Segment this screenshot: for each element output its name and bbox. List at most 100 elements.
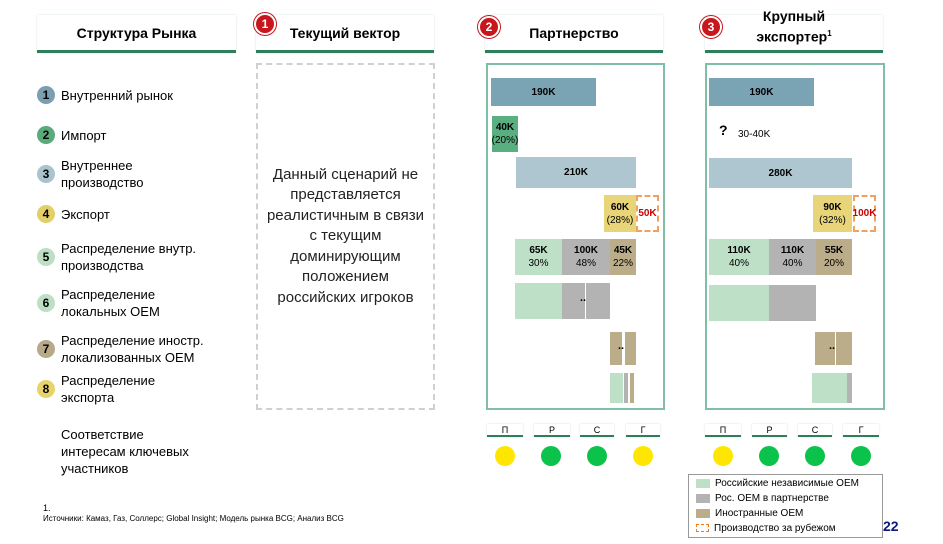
row-number-badge: 8	[37, 380, 55, 398]
pct-label: 40%	[728, 258, 749, 269]
criteria-tab-g: Г	[626, 424, 660, 437]
row-number-badge: 2	[37, 126, 55, 144]
row-label: Распределение экспорта	[61, 373, 156, 405]
exporter-market-bar: 190K	[709, 78, 814, 106]
row-label: Внутренний рынок	[61, 87, 173, 103]
value-label: 190K	[531, 86, 556, 98]
exporter-local-russian	[709, 285, 769, 321]
status-dot-green	[805, 446, 825, 466]
criteria-tab-r: Р	[534, 424, 570, 437]
exporter-export-partner	[847, 373, 852, 403]
scenario-badge-1: 1	[254, 13, 276, 35]
row-label: Внутреннее производство	[61, 158, 144, 190]
pct-label: 40%	[782, 258, 803, 269]
vector-scenario-box: Данный сценарий не представляется реалис…	[256, 63, 435, 410]
partnership-abroad-box: 50K	[636, 195, 659, 232]
exporter-import-estimate: 30-40K	[738, 129, 771, 140]
row-label: Распределение иностр. локализованных OEM	[61, 333, 204, 365]
partnership-local-partner-a	[562, 283, 585, 319]
partnership-dist-partner: 100K 48%	[562, 239, 610, 275]
row-number-badge: 1	[37, 86, 55, 104]
pct-label: (28%)	[606, 214, 634, 226]
criteria-tab-p: П	[705, 424, 741, 437]
value-label: 110K	[727, 245, 751, 256]
partnership-export-partner	[624, 373, 628, 403]
legend-swatch	[696, 493, 710, 503]
row-export-distribution: 8 Распределение экспорта	[37, 372, 177, 406]
criteria-label: Соответствие интересам ключевых участник…	[61, 427, 189, 476]
pct-label: (20%)	[491, 135, 519, 146]
value-label: 100K	[574, 245, 598, 256]
row-label: Импорт	[61, 127, 107, 143]
row-number-badge: 5	[37, 248, 55, 266]
criteria-tab-s: С	[798, 424, 832, 437]
legend-item: Производство за рубежом	[696, 521, 882, 535]
status-dot-green	[541, 446, 561, 466]
partnership-production-bar: 210K	[516, 157, 636, 188]
pct-label: 48%	[575, 258, 596, 269]
partnership-export-bar: 60K(28%)	[604, 195, 636, 232]
criteria-tab-g: Г	[843, 424, 879, 437]
status-dot-yellow	[495, 446, 515, 466]
partnership-foreign-a	[610, 332, 622, 365]
row-number-badge: 4	[37, 205, 55, 223]
criteria-tab-s: С	[580, 424, 614, 437]
status-dot-green	[759, 446, 779, 466]
row-label: Распределение локальных OEM	[61, 287, 160, 319]
status-dot-yellow	[713, 446, 733, 466]
status-dot-green	[851, 446, 871, 466]
partnership-local-russian	[515, 283, 562, 319]
vector-header: Текущий вектор	[256, 15, 434, 53]
exporter-foreign-b	[836, 332, 852, 365]
value-label: 55K	[824, 245, 844, 256]
legend-label: Иностранные OEM	[715, 507, 804, 519]
exporter-export-bar: 90K(32%)	[813, 195, 852, 232]
exporter-title-line2: экспортер	[756, 28, 828, 45]
pct-label: 22%	[612, 258, 633, 269]
value-label: 280K	[768, 167, 793, 179]
pct-label: 30%	[528, 258, 549, 269]
legend-item: Российские независимые OEM	[696, 476, 882, 490]
partnership-title: Партнерство	[529, 24, 619, 41]
legend-swatch-dashed	[696, 524, 709, 532]
structure-title: Структура Рынка	[76, 24, 197, 41]
footnote: 1.	[43, 503, 51, 513]
partnership-panel	[486, 63, 665, 410]
status-dot-green	[587, 446, 607, 466]
criteria-tab-r: Р	[752, 424, 787, 437]
exporter-foreign-a	[815, 332, 835, 365]
value-label: 110K	[780, 245, 805, 256]
status-dot-yellow	[633, 446, 653, 466]
legend-item: Рос. OEM в партнерстве	[696, 491, 882, 505]
value-label: 60K	[610, 201, 630, 213]
exporter-dist-russian: 110K 40%	[709, 239, 769, 275]
row-import: 2 Импорт	[37, 126, 106, 144]
row-domestic-production: 3 Внутреннее производство	[37, 157, 157, 191]
partnership-market-bar: 190K	[491, 78, 596, 106]
value-label: 210K	[564, 167, 588, 178]
value-label: 190K	[749, 86, 774, 98]
pct-label: 20%	[823, 258, 844, 269]
exporter-dist-partner: 110K 40%	[769, 239, 816, 275]
vector-title: Текущий вектор	[289, 24, 401, 41]
partnership-foreign-b	[625, 332, 636, 365]
partnership-export-foreign	[630, 373, 634, 403]
structure-header: Структура Рынка	[37, 15, 236, 53]
page-number: 22	[883, 518, 899, 534]
legend-label: Производство за рубежом	[714, 522, 836, 534]
row-number-badge: 3	[37, 165, 55, 183]
exporter-production-bar: 280K	[709, 158, 852, 188]
partnership-header: Партнерство	[485, 15, 663, 53]
exporter-local-partner	[769, 285, 816, 321]
criteria-tab-p: П	[487, 424, 523, 437]
ellipsis-mark: ..	[580, 292, 587, 304]
